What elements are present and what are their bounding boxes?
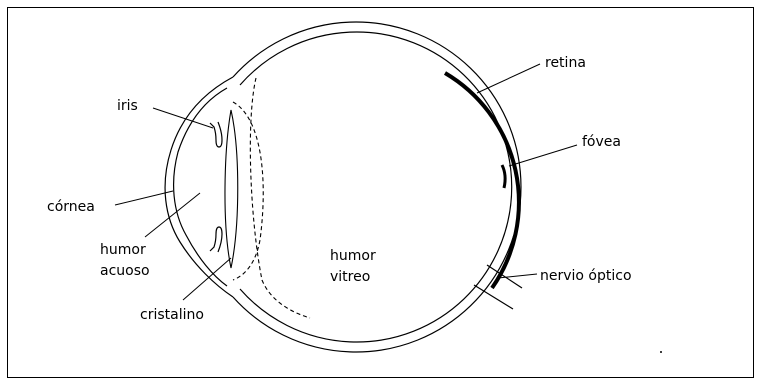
stray-dot: [660, 351, 662, 353]
iris-upper: [210, 122, 222, 147]
label-cornea: córnea: [47, 199, 95, 215]
lens-outer-dashed: [250, 78, 310, 318]
optic-nerve: [474, 265, 522, 309]
label-retina: retina: [545, 55, 586, 71]
retina: [445, 73, 519, 288]
leader-cristalino: [183, 258, 231, 300]
leader-fovea: [509, 145, 577, 166]
sclera: [233, 22, 521, 352]
cornea-outer: [165, 77, 233, 297]
cornea: [165, 77, 233, 297]
leader-cornea: [115, 191, 173, 205]
lens-solid: [225, 110, 238, 268]
leader-iris: [153, 108, 213, 128]
iris: [210, 122, 222, 252]
leader-humor-acuoso: [145, 193, 200, 237]
sclera-inner: [240, 32, 512, 342]
label-iris: iris: [117, 98, 138, 114]
leader-retina: [477, 64, 540, 93]
lens: [225, 78, 310, 318]
sclera-outer: [233, 22, 521, 352]
label-humor-vitreo-2: vitreo: [330, 269, 370, 285]
label-humor-acuoso-1: humor: [100, 242, 146, 258]
label-humor-acuoso-2: acuoso: [100, 263, 150, 279]
label-fovea: fóvea: [582, 134, 621, 150]
iris-lower: [210, 227, 222, 252]
label-nervio-optico: nervio óptico: [540, 268, 632, 284]
label-cristalino: cristalino: [140, 307, 204, 323]
leader-lines: [115, 64, 577, 300]
fovea: [502, 165, 505, 188]
label-humor-vitreo-1: humor: [330, 248, 376, 264]
